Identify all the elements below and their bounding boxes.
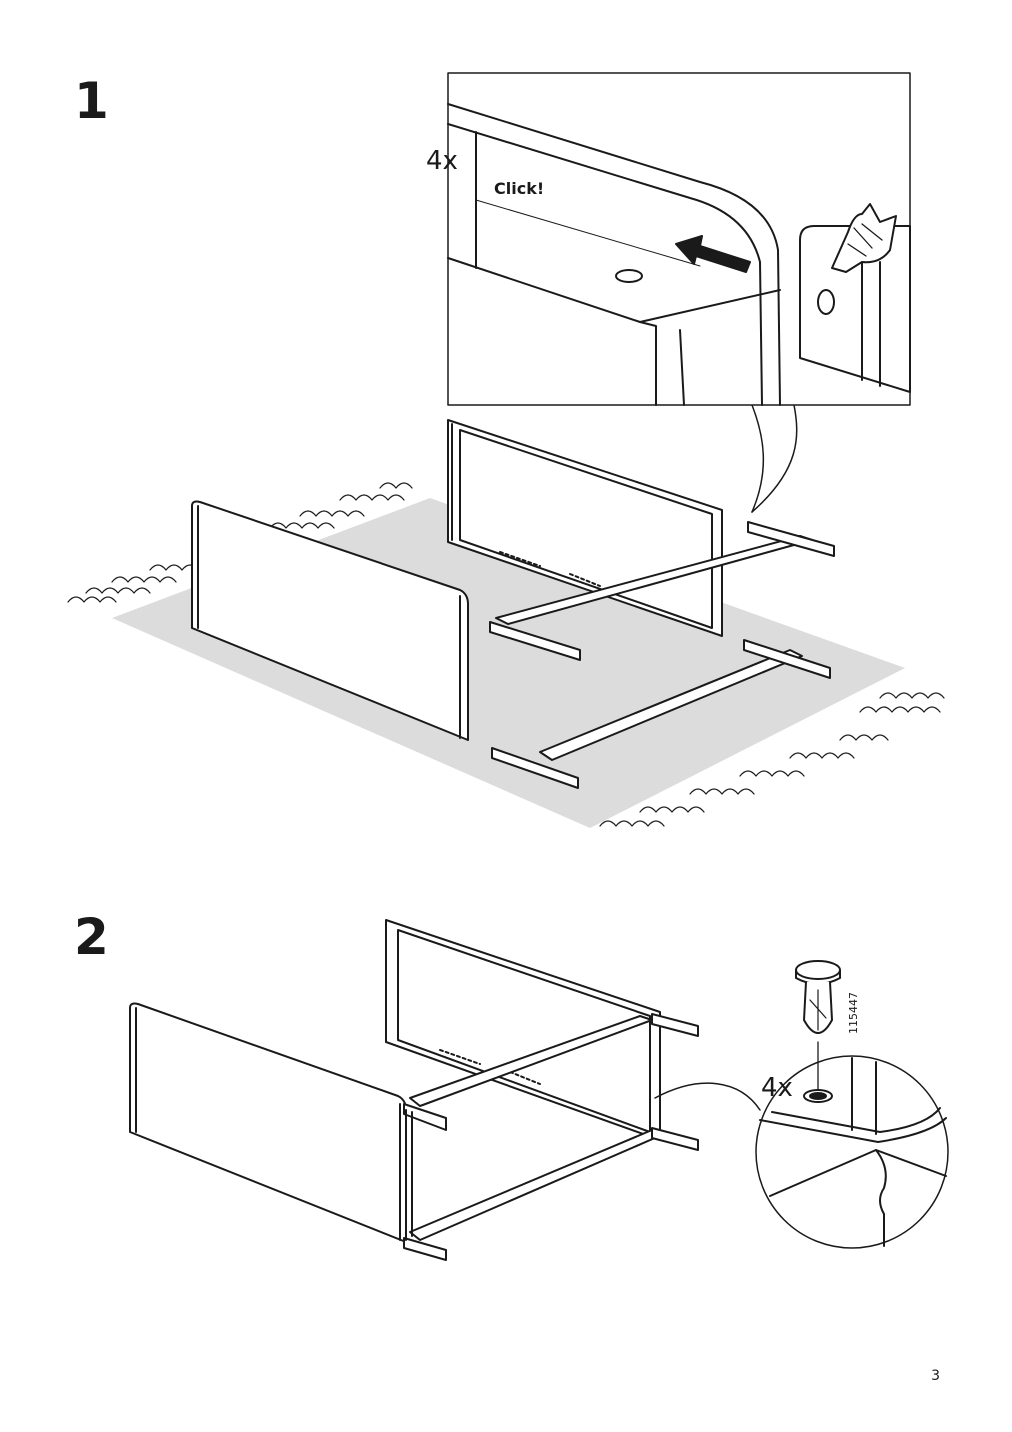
left-side-panel: [129, 1002, 407, 1243]
hole-icon: [615, 269, 643, 283]
step-1-detail-box: 4x Click!: [426, 72, 911, 406]
left-side-panel: [191, 500, 469, 741]
step-1-number: 1: [74, 72, 109, 130]
step-1-illustration: 4x Click!: [67, 72, 945, 828]
hand-icon: [831, 203, 897, 273]
step-2-number: 2: [74, 908, 109, 966]
lower-rail: [491, 639, 831, 789]
step-1-quantity: 4x: [426, 146, 458, 176]
upper-rail: [489, 521, 835, 661]
step-2-illustration: 115447 4x: [129, 919, 949, 1261]
page-number: 3: [931, 1368, 940, 1384]
plug-fastener-icon: [795, 960, 841, 1091]
fitting-hole-icon: [817, 289, 835, 315]
click-label: Click!: [494, 179, 544, 198]
push-arrow-icon: [675, 235, 751, 273]
upper-rail: [403, 1013, 699, 1131]
part-number-label: 115447: [847, 992, 860, 1034]
lower-rail: [403, 1127, 699, 1261]
step-2-quantity: 4x: [761, 1073, 793, 1103]
step-2-detail-circle: [755, 1055, 949, 1249]
